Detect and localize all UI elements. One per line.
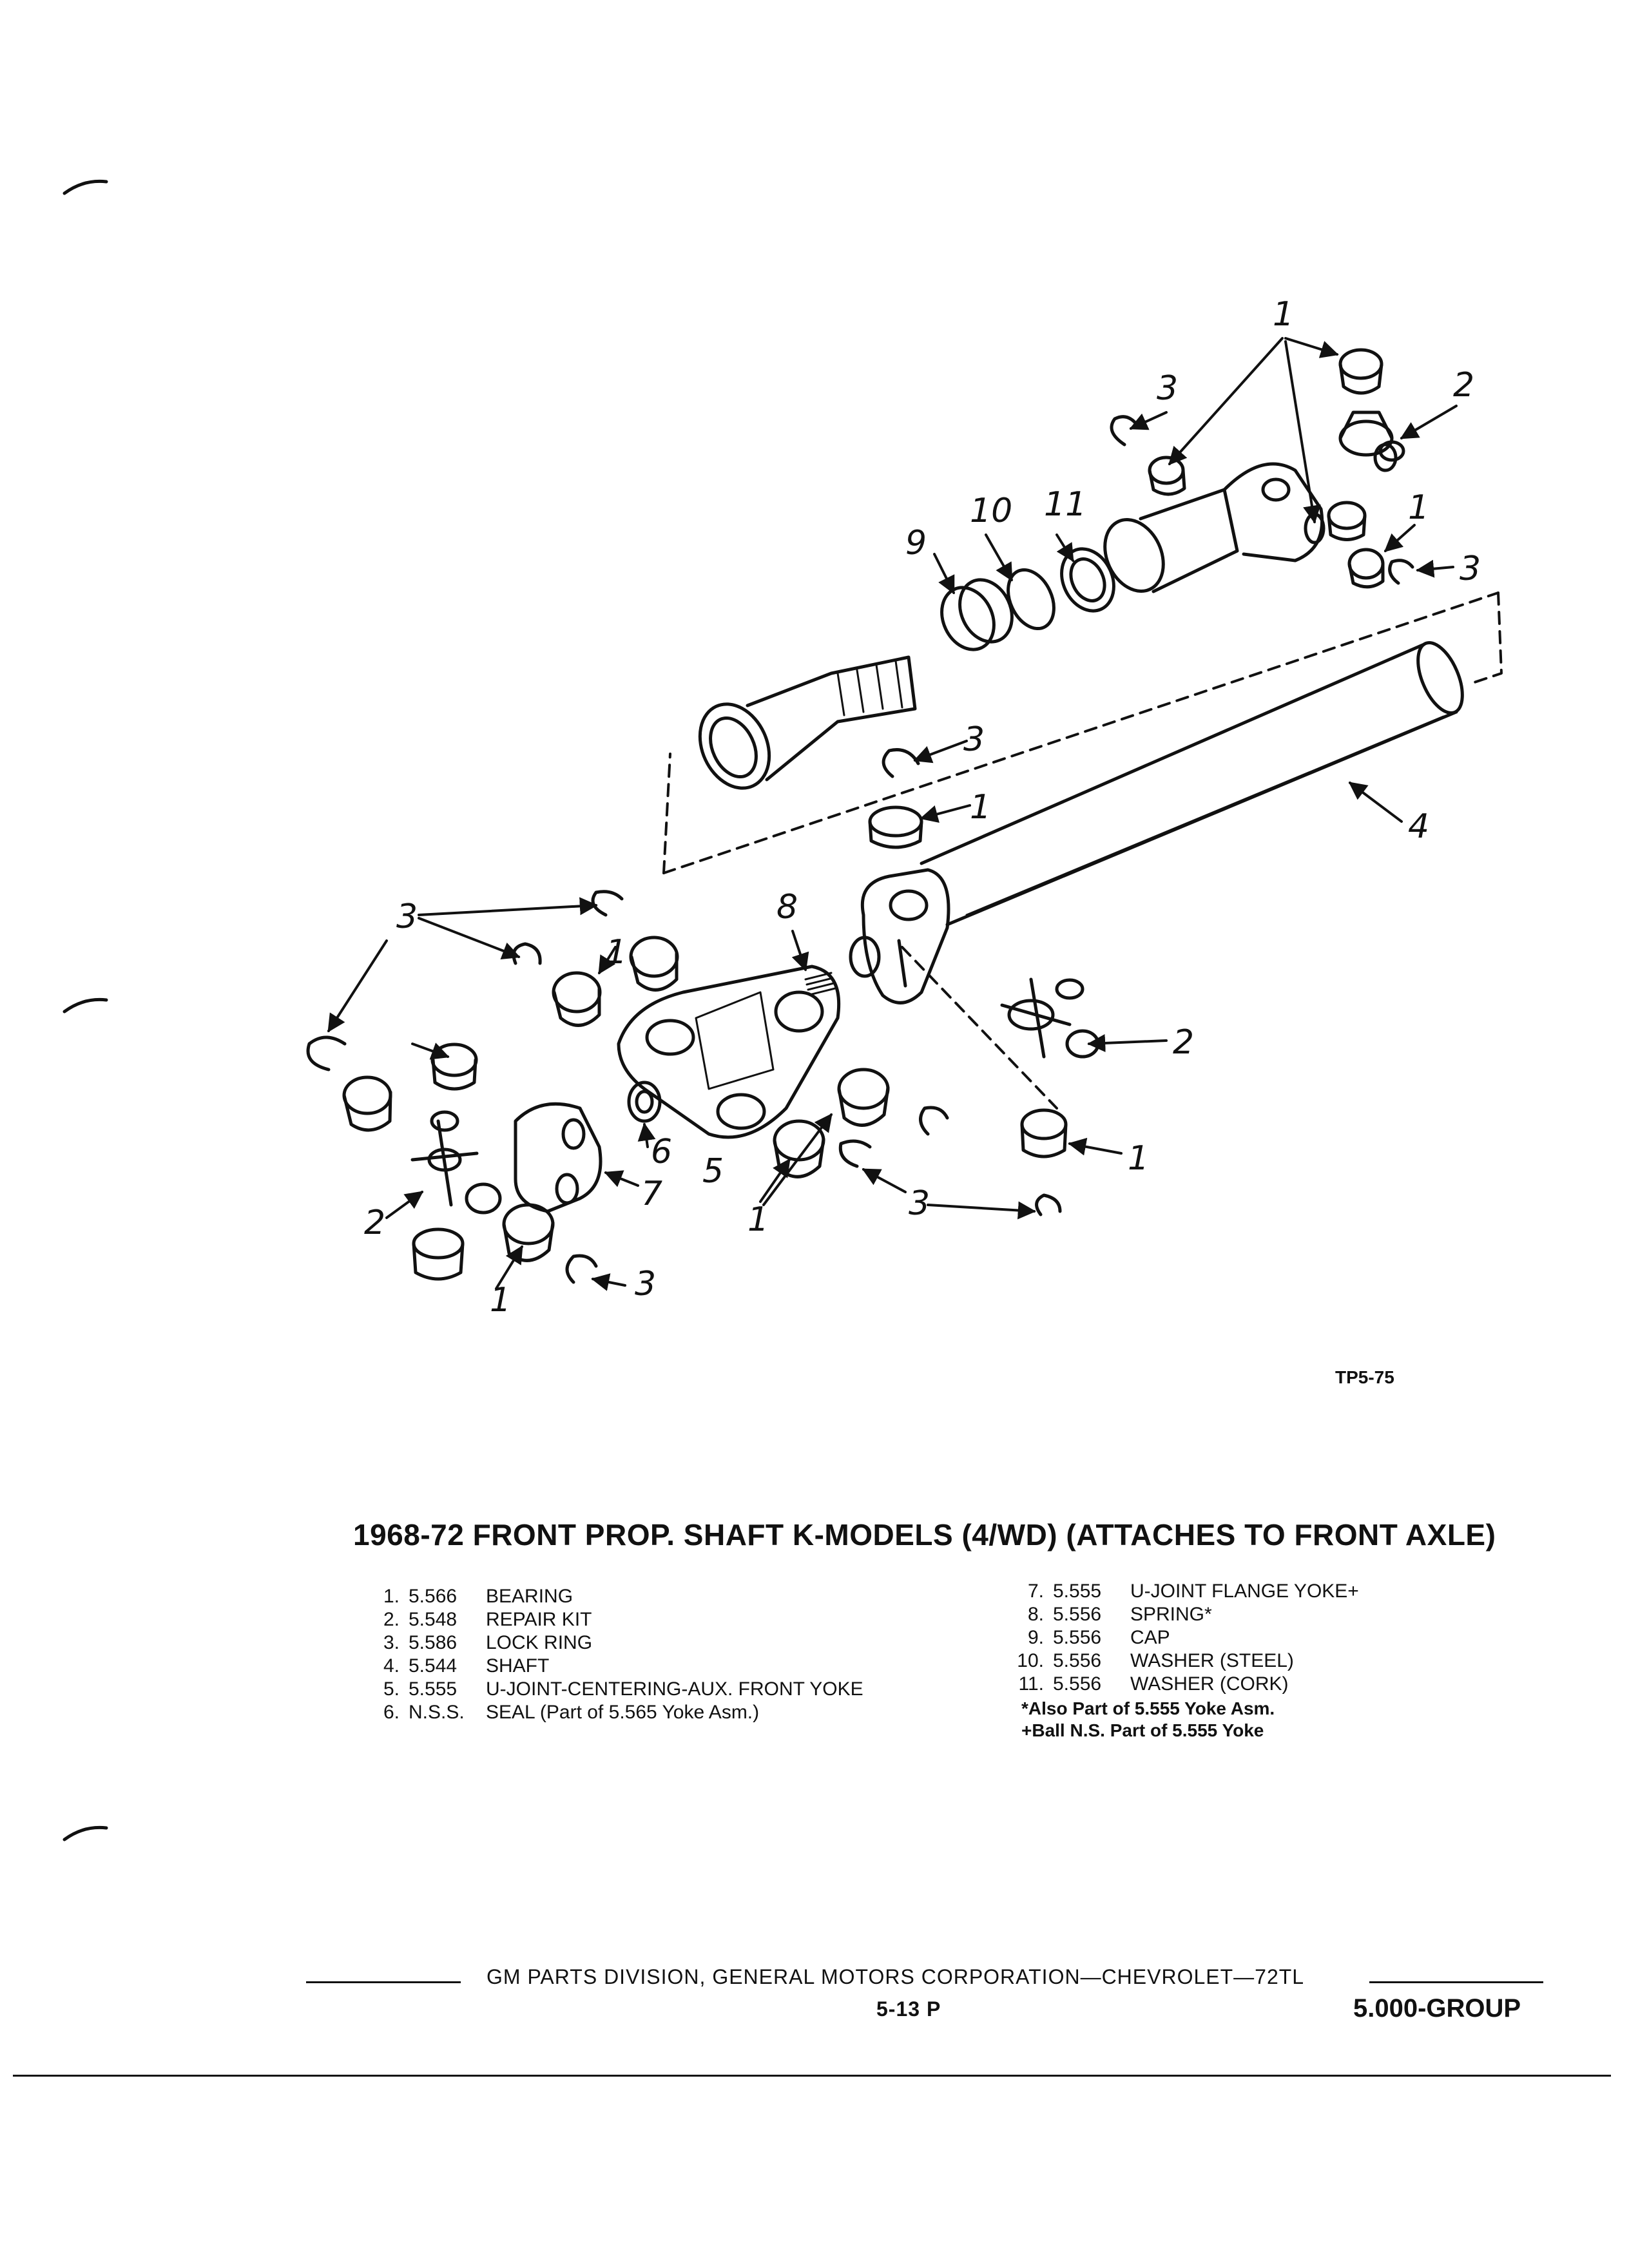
- cork-washer: [1060, 547, 1115, 613]
- steel-washer: [1007, 568, 1055, 631]
- lock-ring-g: [919, 1106, 949, 1136]
- callout-1-right-low: 1: [1128, 1139, 1149, 1178]
- lock-ring-j: [565, 1254, 598, 1284]
- ujoint-cross-left: [410, 1110, 502, 1215]
- shaft-tube: [920, 641, 1464, 927]
- callout-4: 4: [1408, 807, 1429, 846]
- callout-3-bottom: 3: [635, 1265, 656, 1303]
- part-row: 6.N.S.S.SEAL (Part of 5.565 Yoke Asm.): [383, 1702, 760, 1723]
- bearing-center: [868, 805, 923, 849]
- bearing-low-d: [412, 1227, 465, 1281]
- centering-yoke: [617, 965, 841, 1139]
- bearing-upper-cup-c: [1148, 456, 1186, 496]
- lock-ring-i: [1035, 1193, 1062, 1216]
- figure-id: TP5-75: [1335, 1367, 1394, 1387]
- lock-ring-c: [882, 748, 920, 778]
- spring-part: [804, 972, 836, 996]
- callout-3-center: 3: [963, 720, 985, 759]
- lock-ring-d: [591, 890, 624, 917]
- dashed-assembly-outline: [662, 591, 1503, 1110]
- footer-rule-left: [306, 1981, 461, 1983]
- slip-spline-shaft: [698, 655, 917, 790]
- scan-mark-top: [63, 179, 108, 195]
- scan-mark-mid: [63, 997, 108, 1014]
- lock-ring-h: [838, 1139, 872, 1168]
- bearing-upper-cup-d: [1347, 548, 1385, 589]
- callout-3-low: 3: [909, 1184, 930, 1223]
- seal-part: [627, 1081, 662, 1123]
- callout-2-left: 2: [364, 1204, 385, 1242]
- flange-yoke: [514, 1102, 602, 1213]
- bearing-upper-cup-b: [1327, 501, 1367, 541]
- lock-ring-a: [1110, 415, 1139, 447]
- footer-publisher: GM PARTS DIVISION, GENERAL MOTORS CORPOR…: [487, 1965, 1305, 1988]
- lock-ring-f: [306, 1035, 347, 1072]
- callout-1-right: 1: [1408, 488, 1429, 527]
- lock-ring-e: [512, 942, 542, 965]
- bearing-left-d: [342, 1075, 392, 1132]
- callout-10: 10: [970, 492, 1012, 530]
- bearing-left-c: [430, 1043, 478, 1091]
- lock-ring-b: [1388, 559, 1414, 585]
- callout-1-low: 1: [747, 1200, 769, 1239]
- bearing-left-a: [629, 936, 679, 992]
- callout-6: 6: [651, 1133, 672, 1171]
- footnotes: *Also Part of 5.555 Yoke Asm. +Ball N.S.…: [1021, 1698, 1275, 1742]
- footer-group: 5.000-GROUP: [1353, 1994, 1521, 2023]
- callout-11: 11: [1044, 485, 1086, 524]
- shaft-yoke: [849, 868, 950, 1004]
- callout-labels: 1 2 3 1 3 9 10 11 3 1 4 8 3 1 2 1 6 7 5 …: [364, 295, 1481, 1320]
- leader-arrows: [327, 337, 1458, 1291]
- callout-3-left: 3: [396, 898, 418, 936]
- page-title: 1968-72 FRONT PROP. SHAFT K-MODELS (4/WD…: [353, 1518, 1496, 1552]
- callout-3-right: 3: [1460, 550, 1481, 588]
- callout-7: 7: [641, 1175, 662, 1213]
- page-bottom-rule: [13, 2075, 1611, 2077]
- bearing-left-b: [552, 971, 602, 1027]
- bearing-low-c: [502, 1203, 555, 1262]
- callout-2-top: 2: [1453, 366, 1474, 405]
- scan-mark-low: [63, 1825, 108, 1841]
- bearing-upper-cup-a: [1338, 348, 1383, 395]
- ujoint-cross-right: [1000, 977, 1100, 1059]
- callout-9: 9: [905, 524, 927, 562]
- callout-1-center: 1: [970, 788, 991, 827]
- footnote-ball: +Ball N.S. Part of 5.555 Yoke: [1021, 1720, 1264, 1740]
- callout-1-top: 1: [1273, 295, 1294, 334]
- bearing-low-a: [837, 1068, 890, 1127]
- callout-5: 5: [702, 1152, 724, 1191]
- callout-3-top: 3: [1157, 369, 1178, 408]
- footer-page-number: 5-13 P: [876, 1997, 941, 2021]
- footer-rule-right: [1369, 1981, 1543, 1983]
- ujoint-cross-upper: [1338, 410, 1405, 472]
- bearing-right-e: [1020, 1108, 1068, 1158]
- sleeve-yoke: [1103, 462, 1325, 593]
- callout-1-left: 1: [606, 933, 627, 972]
- callout-1-bottom: 1: [490, 1281, 511, 1320]
- callout-2-right: 2: [1173, 1023, 1194, 1062]
- footnote-also-part: *Also Part of 5.555 Yoke Asm.: [1021, 1698, 1275, 1718]
- callout-8: 8: [776, 888, 798, 927]
